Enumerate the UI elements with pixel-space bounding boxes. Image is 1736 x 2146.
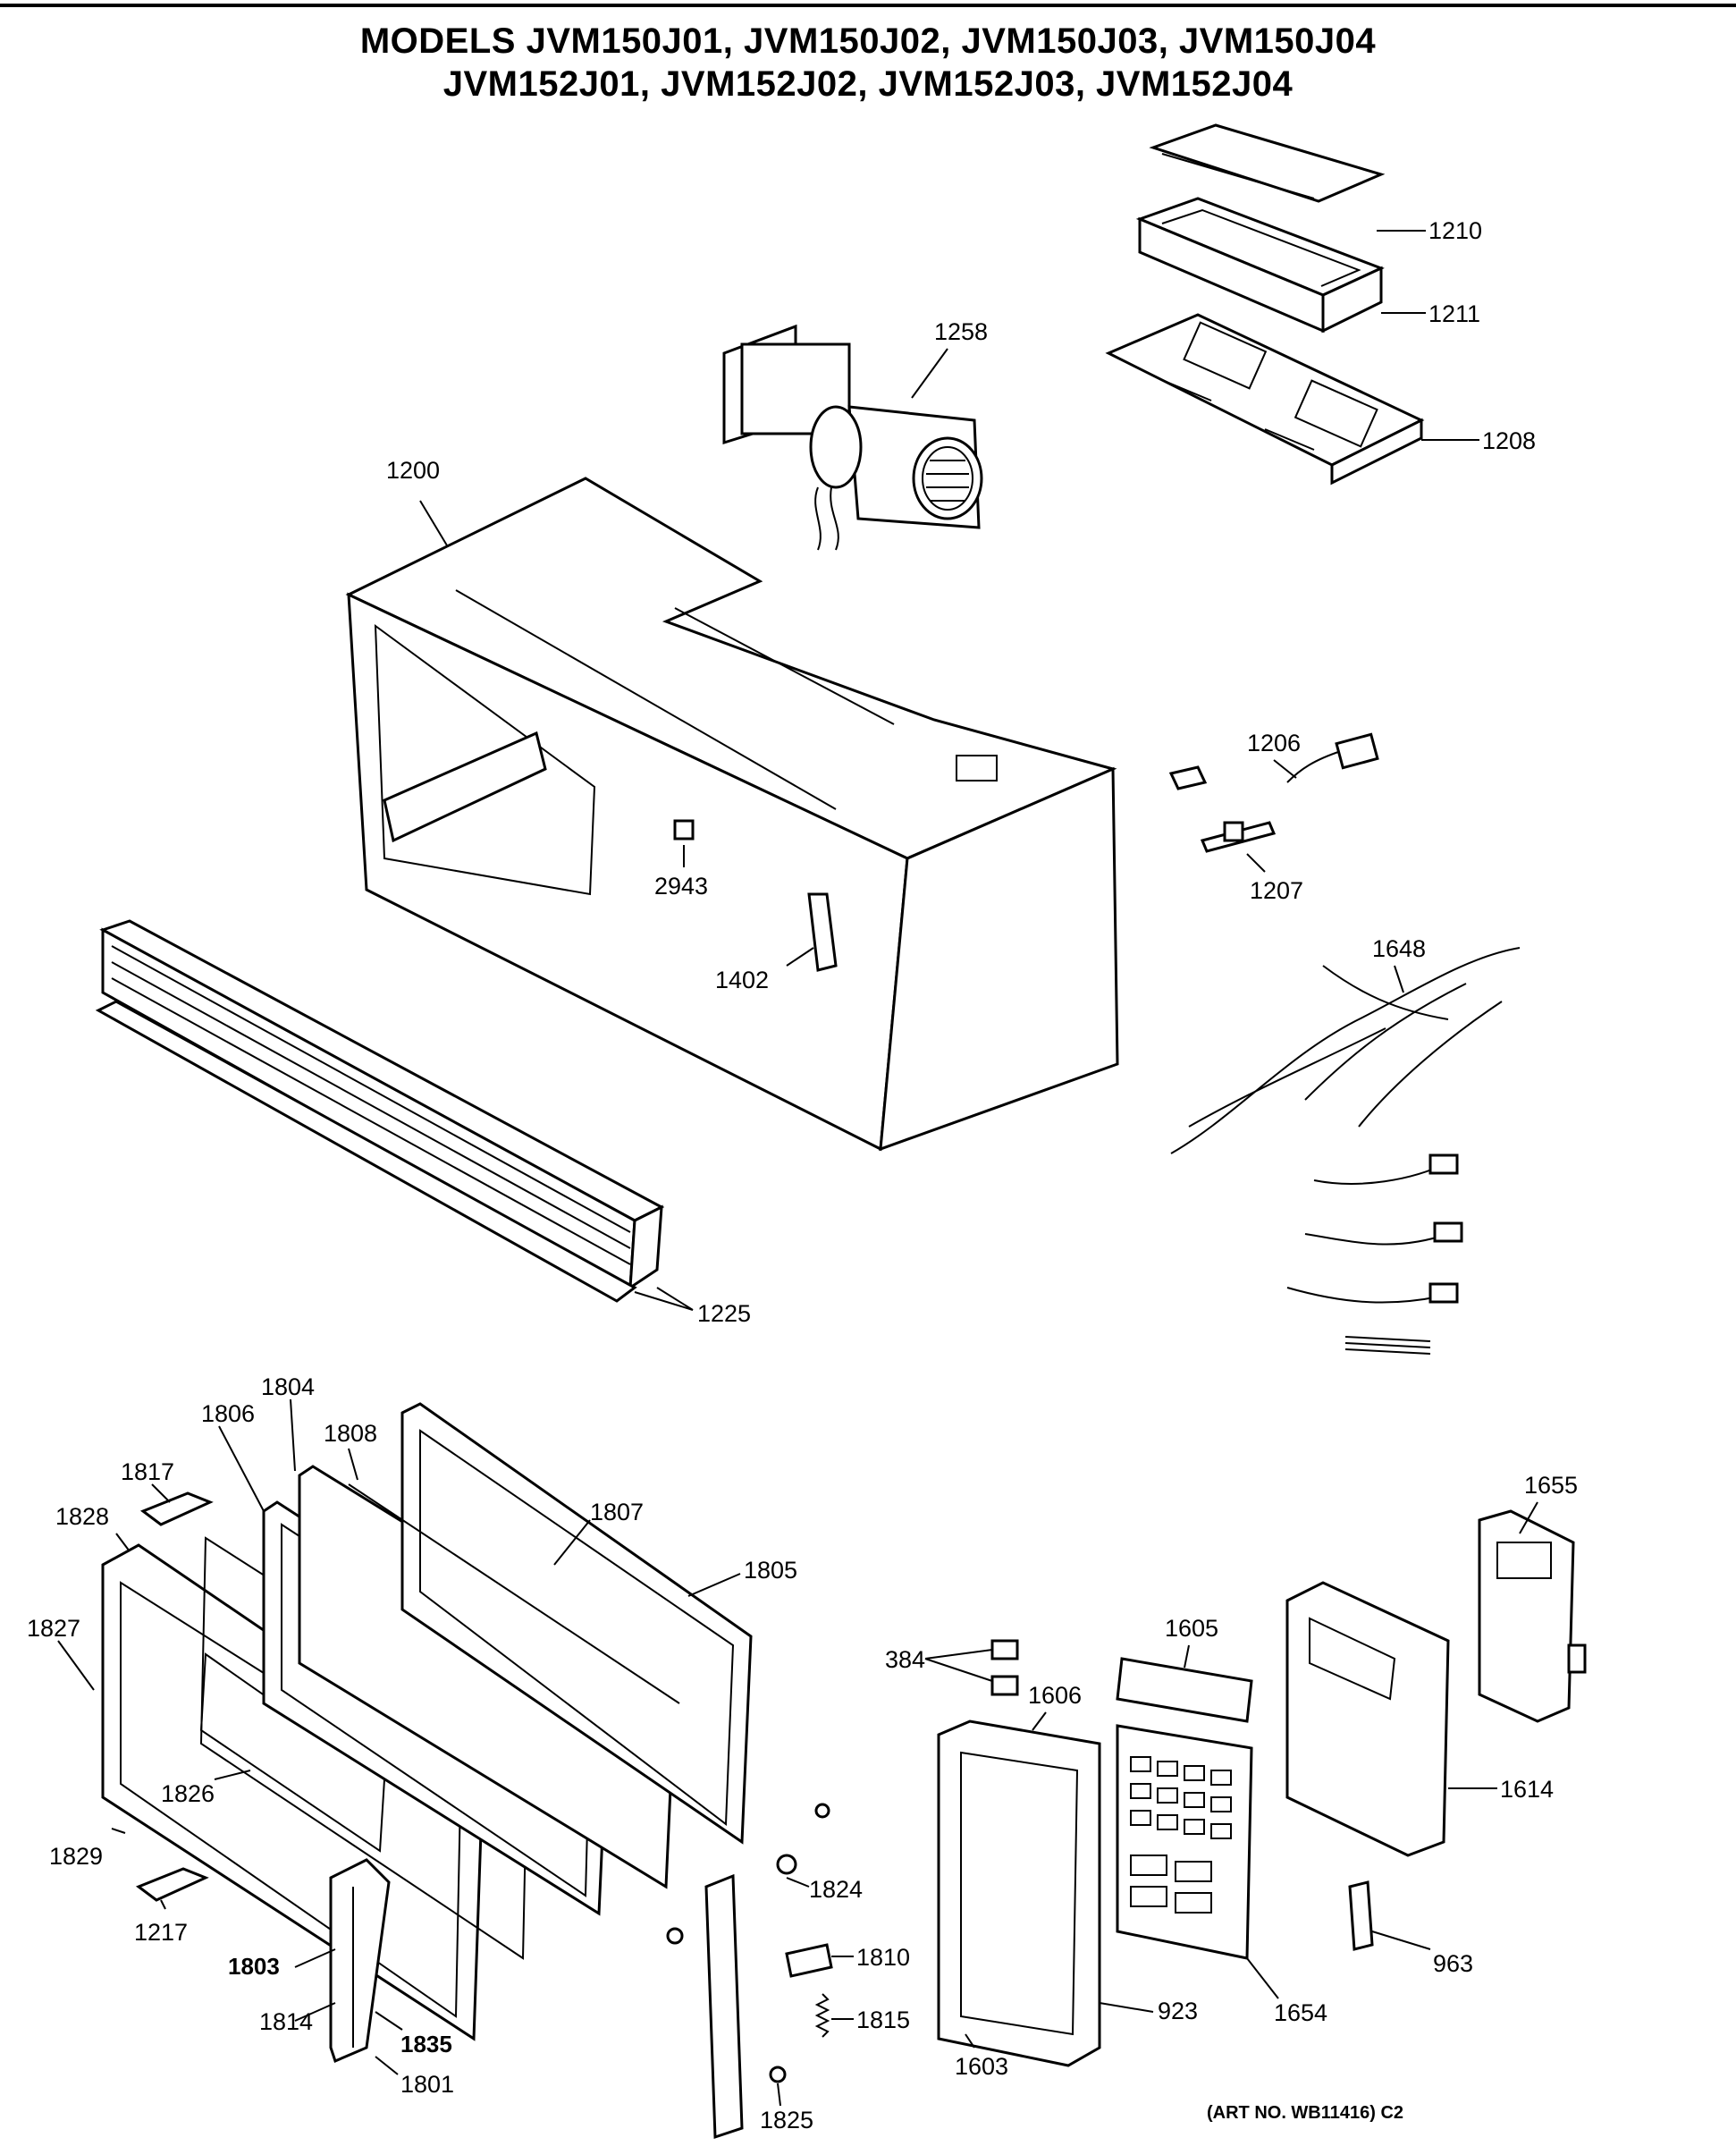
callout-1605: 1605: [1165, 1615, 1218, 1642]
part-1217-hinge-bottom: [135, 1867, 209, 1902]
callout-1402: 1402: [715, 967, 769, 993]
callout-1814: 1814: [259, 2008, 313, 2035]
leader-lines: [57, 230, 1538, 2107]
callout-1828: 1828: [55, 1503, 109, 1530]
title-models-line-2: JVM152J01, JVM152J02, JVM152J03, JVM152J…: [442, 64, 1294, 104]
part-latch-plate: [704, 1873, 744, 2140]
part-1648-wire-harness: [1170, 947, 1521, 1355]
part-1208-base-plate: [1105, 313, 1425, 486]
part-1825-screw: [769, 2066, 787, 2083]
part-1200-outer-case: [345, 477, 1119, 1152]
part-1402-bracket: [807, 892, 838, 972]
callout-1826: 1826: [161, 1780, 215, 1807]
callout-1829: 1829: [49, 1843, 103, 1870]
part-963-connector: [1348, 1880, 1374, 1951]
part-1603-control-frame: [937, 1719, 1101, 2067]
callout-1211: 1211: [1428, 300, 1480, 327]
callout-1835: 1835: [400, 2031, 452, 2057]
part-1207-clamp: [1200, 821, 1277, 853]
part-1817-hinge-top: [139, 1491, 214, 1526]
part-1225-vent-grille: [95, 919, 665, 1303]
part-1814-handle: [329, 1858, 391, 2064]
part-1258-blower-fan: [722, 324, 983, 551]
part-1824-screw: [666, 1803, 830, 1945]
part-1815-spring: [814, 1993, 830, 2038]
part-1210-cover-plate: [1149, 123, 1386, 203]
part-1655-control-board: [1478, 1509, 1587, 1723]
part-1206-power-cord: [1168, 732, 1379, 790]
callout-1810: 1810: [856, 1944, 910, 1971]
callout-1606: 1606: [1028, 1682, 1082, 1709]
callout-1210: 1210: [1428, 217, 1482, 244]
callout-384: 384: [885, 1646, 925, 1673]
callout-1614: 1614: [1500, 1776, 1554, 1803]
callout-1217: 1217: [134, 1919, 188, 1946]
part-2943-clip: [673, 819, 695, 841]
part-1605-label-strip: [1116, 1657, 1253, 1723]
art-number: (ART NO. WB11416) C2: [1207, 2103, 1404, 2123]
callout-1817: 1817: [121, 1458, 174, 1485]
part-1810-latch: [785, 1943, 833, 1978]
callout-1655: 1655: [1524, 1472, 1578, 1499]
callout-1803: 1803: [228, 1953, 280, 1980]
callout-1824: 1824: [809, 1876, 863, 1903]
callout-1807: 1807: [590, 1499, 644, 1525]
part-384-button-pair: [990, 1639, 1019, 1696]
callout-1815: 1815: [856, 2007, 910, 2033]
callout-1648: 1648: [1372, 935, 1426, 962]
callout-1258: 1258: [934, 318, 988, 345]
callout-1825: 1825: [760, 2107, 813, 2133]
callout-1808: 1808: [324, 1420, 377, 1447]
part-1211-tray: [1135, 197, 1385, 334]
callout-1827: 1827: [27, 1615, 80, 1642]
callout-1805: 1805: [744, 1557, 797, 1584]
callout-1804: 1804: [261, 1373, 315, 1400]
part-1805-door-inner: [400, 1402, 753, 1845]
top-rule: [0, 4, 1736, 7]
part-1808-seal: [348, 1483, 680, 1704]
callout-1207: 1207: [1250, 877, 1303, 904]
callout-1208: 1208: [1482, 427, 1536, 454]
part-1654-keypad: [1116, 1724, 1253, 1960]
callout-2943: 2943: [654, 873, 708, 900]
callout-963: 963: [1433, 1950, 1473, 1977]
callout-923: 923: [1158, 1998, 1198, 2024]
callout-1206: 1206: [1247, 730, 1301, 756]
callout-labels: 1210 1211 1208 1258 1200 1206 1207 2943 …: [27, 217, 1578, 2133]
part-1614-control-board-bracket: [1285, 1581, 1450, 1857]
callout-1801: 1801: [400, 2071, 454, 2098]
callout-1806: 1806: [201, 1400, 255, 1427]
callout-1654: 1654: [1274, 1999, 1327, 2026]
callout-1225: 1225: [697, 1300, 751, 1327]
callout-1603: 1603: [955, 2053, 1008, 2080]
callout-1200: 1200: [386, 457, 440, 484]
title-models-line-1: MODELS JVM150J01, JVM150J02, JVM150J03, …: [359, 21, 1377, 61]
